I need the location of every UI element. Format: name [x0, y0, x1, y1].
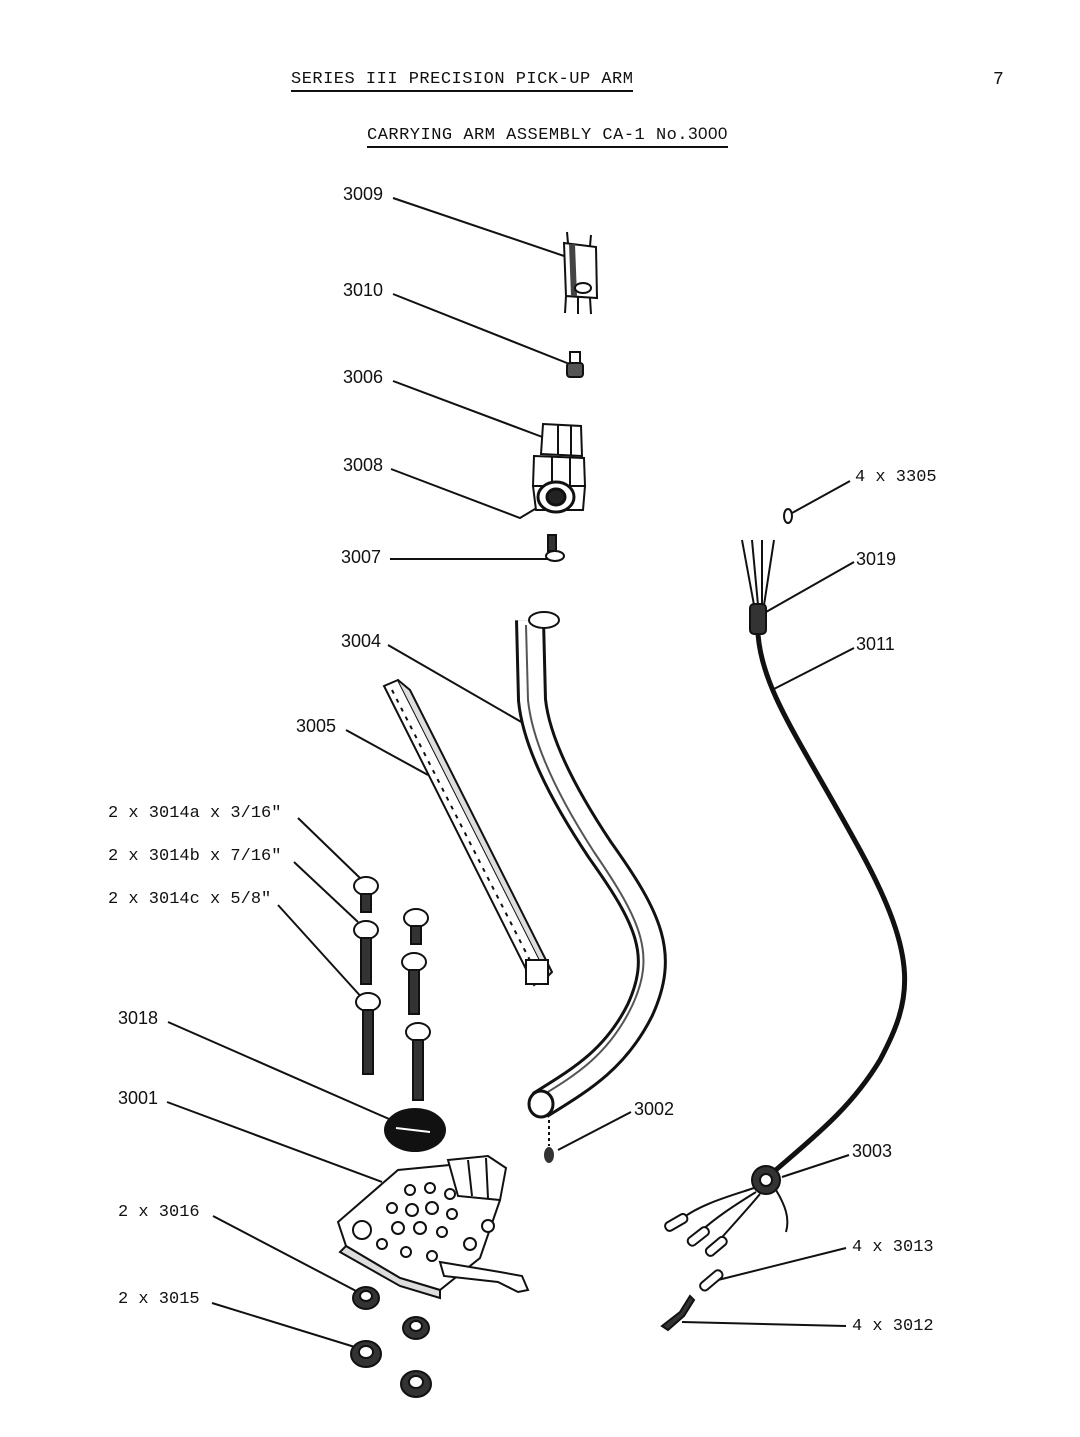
bolt-3014b-1	[353, 920, 379, 985]
part-3006-collet	[531, 422, 587, 487]
nut-3015-1	[350, 1340, 382, 1368]
leader-3013	[717, 1247, 847, 1281]
page-title: SERIES III PRECISION PICK-UP ARM	[291, 70, 634, 92]
leader-3011	[771, 647, 855, 691]
page-number: 7	[993, 70, 1005, 90]
nut-3016-2	[402, 1316, 430, 1340]
leader-3009	[392, 197, 571, 259]
leader-3008	[390, 468, 541, 520]
leader-3018	[167, 1021, 406, 1127]
assembly-title-prefix: CARRYING ARM ASSEMBLY CA-1 No.	[367, 126, 689, 145]
part-3002-pin	[544, 1120, 554, 1163]
assembly-title: CARRYING ARM ASSEMBLY CA-1 No.3000	[367, 124, 728, 148]
bolt-3014b-2	[401, 952, 427, 1015]
label-3013: 4 x 3013	[852, 1238, 934, 1257]
label-3008: 3008	[343, 455, 383, 475]
leader-3010	[392, 293, 573, 366]
label-3014a: 2 x 3014a x 3/16"	[108, 804, 281, 823]
label-3005: 3005	[296, 716, 336, 736]
part-3005-channel	[382, 678, 554, 987]
label-3006: 3006	[343, 367, 383, 387]
leader-3016	[212, 1215, 359, 1293]
leader-3019	[765, 561, 855, 613]
base-holes	[352, 1182, 495, 1262]
part-3305-tag	[783, 508, 793, 524]
part-3014-bolts	[353, 876, 431, 1101]
label-3014c: 2 x 3014c x 5/8"	[108, 890, 271, 909]
label-3009: 3009	[343, 184, 383, 204]
leader-3012	[681, 1321, 847, 1327]
part-3013-sleeve	[699, 1269, 724, 1292]
leader-3005	[345, 729, 429, 776]
label-3007: 3007	[341, 547, 381, 567]
leader-3003	[781, 1154, 850, 1178]
label-3004: 3004	[341, 631, 381, 651]
label-3002: 3002	[634, 1099, 674, 1119]
label-3014b: 2 x 3014b x 7/16"	[108, 847, 281, 866]
part-3018-disc	[384, 1108, 446, 1152]
part-3011-lead	[755, 633, 908, 1177]
label-3001: 3001	[118, 1088, 158, 1108]
assembly-number: 3000	[688, 124, 728, 143]
part-3019-sleeve	[741, 539, 775, 635]
leader-3006	[392, 380, 546, 439]
bolt-3014c-1	[355, 992, 381, 1075]
part-3008-bush	[531, 480, 587, 514]
nut-3015-2	[400, 1370, 432, 1398]
leader-3014b	[293, 861, 359, 923]
part-3001-base	[336, 1154, 530, 1300]
label-3018: 3018	[118, 1008, 158, 1028]
part-3007-screw	[545, 534, 565, 562]
label-3019: 3019	[856, 549, 896, 569]
leader-3014c	[277, 904, 365, 1001]
bolt-3014c-2	[405, 1022, 431, 1101]
part-3012-pin	[660, 1294, 696, 1332]
bolt-3014a-2	[403, 908, 429, 945]
part-3009-plug	[562, 231, 599, 315]
leader-3014a	[297, 817, 361, 879]
label-3003: 3003	[852, 1141, 892, 1161]
label-3305: 4 x 3305	[855, 468, 937, 487]
leader-3002	[557, 1111, 632, 1151]
wire-terminals	[664, 1213, 728, 1257]
label-3010: 3010	[343, 280, 383, 300]
label-3012: 4 x 3012	[852, 1317, 934, 1336]
part-3004-arm-tube	[515, 611, 667, 1119]
leader-3001	[166, 1101, 383, 1183]
label-3011: 3011	[856, 634, 895, 654]
part-3016-nuts	[352, 1286, 430, 1340]
bolt-3014a-1	[353, 876, 379, 913]
part-3015-nuts	[350, 1340, 432, 1398]
label-3015: 2 x 3015	[118, 1290, 200, 1309]
leader-lines	[166, 197, 855, 1349]
part-3010-screw	[566, 351, 584, 378]
nut-3016-1	[352, 1286, 380, 1310]
leader-3305	[791, 480, 851, 514]
leader-3015	[211, 1302, 359, 1349]
label-3016: 2 x 3016	[118, 1203, 200, 1222]
